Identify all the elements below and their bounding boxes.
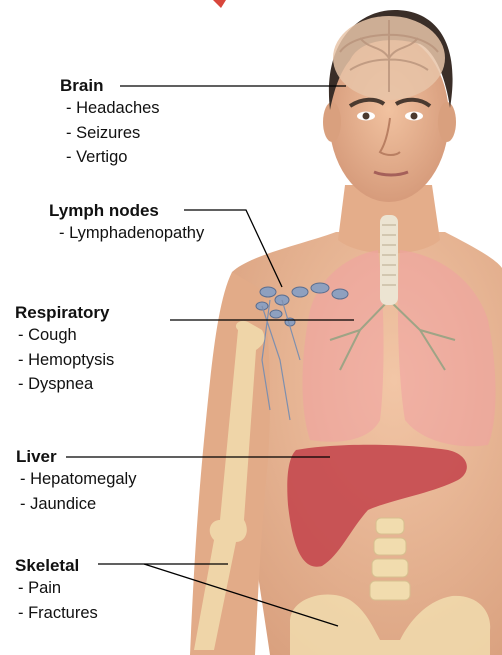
lymph-symptom: - Lymphadenopathy xyxy=(59,221,204,246)
ear-right xyxy=(438,102,456,142)
skeletal-label-group: Skeletal - Pain - Fractures xyxy=(15,556,98,625)
respiratory-label-group: Respiratory - Cough - Hemoptysis - Dyspn… xyxy=(15,303,114,397)
liver-label-group: Liver - Hepatomegaly - Jaundice xyxy=(16,447,136,516)
ear-left xyxy=(323,102,341,142)
brain-title: Brain xyxy=(60,76,160,96)
brain-symptom: - Vertigo xyxy=(66,145,160,170)
trachea xyxy=(380,215,398,305)
liver-title: Liver xyxy=(16,447,136,467)
lymph-label-group: Lymph nodes - Lymphadenopathy xyxy=(49,201,204,246)
skeletal-symptom: - Fractures xyxy=(18,601,98,626)
top-mark xyxy=(213,0,226,8)
skeletal-symptom: - Pain xyxy=(18,576,98,601)
brain-symptom: - Headaches xyxy=(66,96,160,121)
respiratory-symptom: - Cough xyxy=(18,323,114,348)
respiratory-title: Respiratory xyxy=(15,303,114,323)
brain-symptom: - Seizures xyxy=(66,121,160,146)
respiratory-symptom: - Hemoptysis xyxy=(18,348,114,373)
lymph-title: Lymph nodes xyxy=(49,201,204,221)
brain-label-group: Brain - Headaches - Seizures - Vertigo xyxy=(60,76,160,170)
liver-symptom: - Hepatomegaly xyxy=(20,467,136,492)
liver-symptom: - Jaundice xyxy=(20,492,136,517)
skeletal-title: Skeletal xyxy=(15,556,98,576)
respiratory-symptom: - Dyspnea xyxy=(18,372,114,397)
spine xyxy=(370,518,410,600)
